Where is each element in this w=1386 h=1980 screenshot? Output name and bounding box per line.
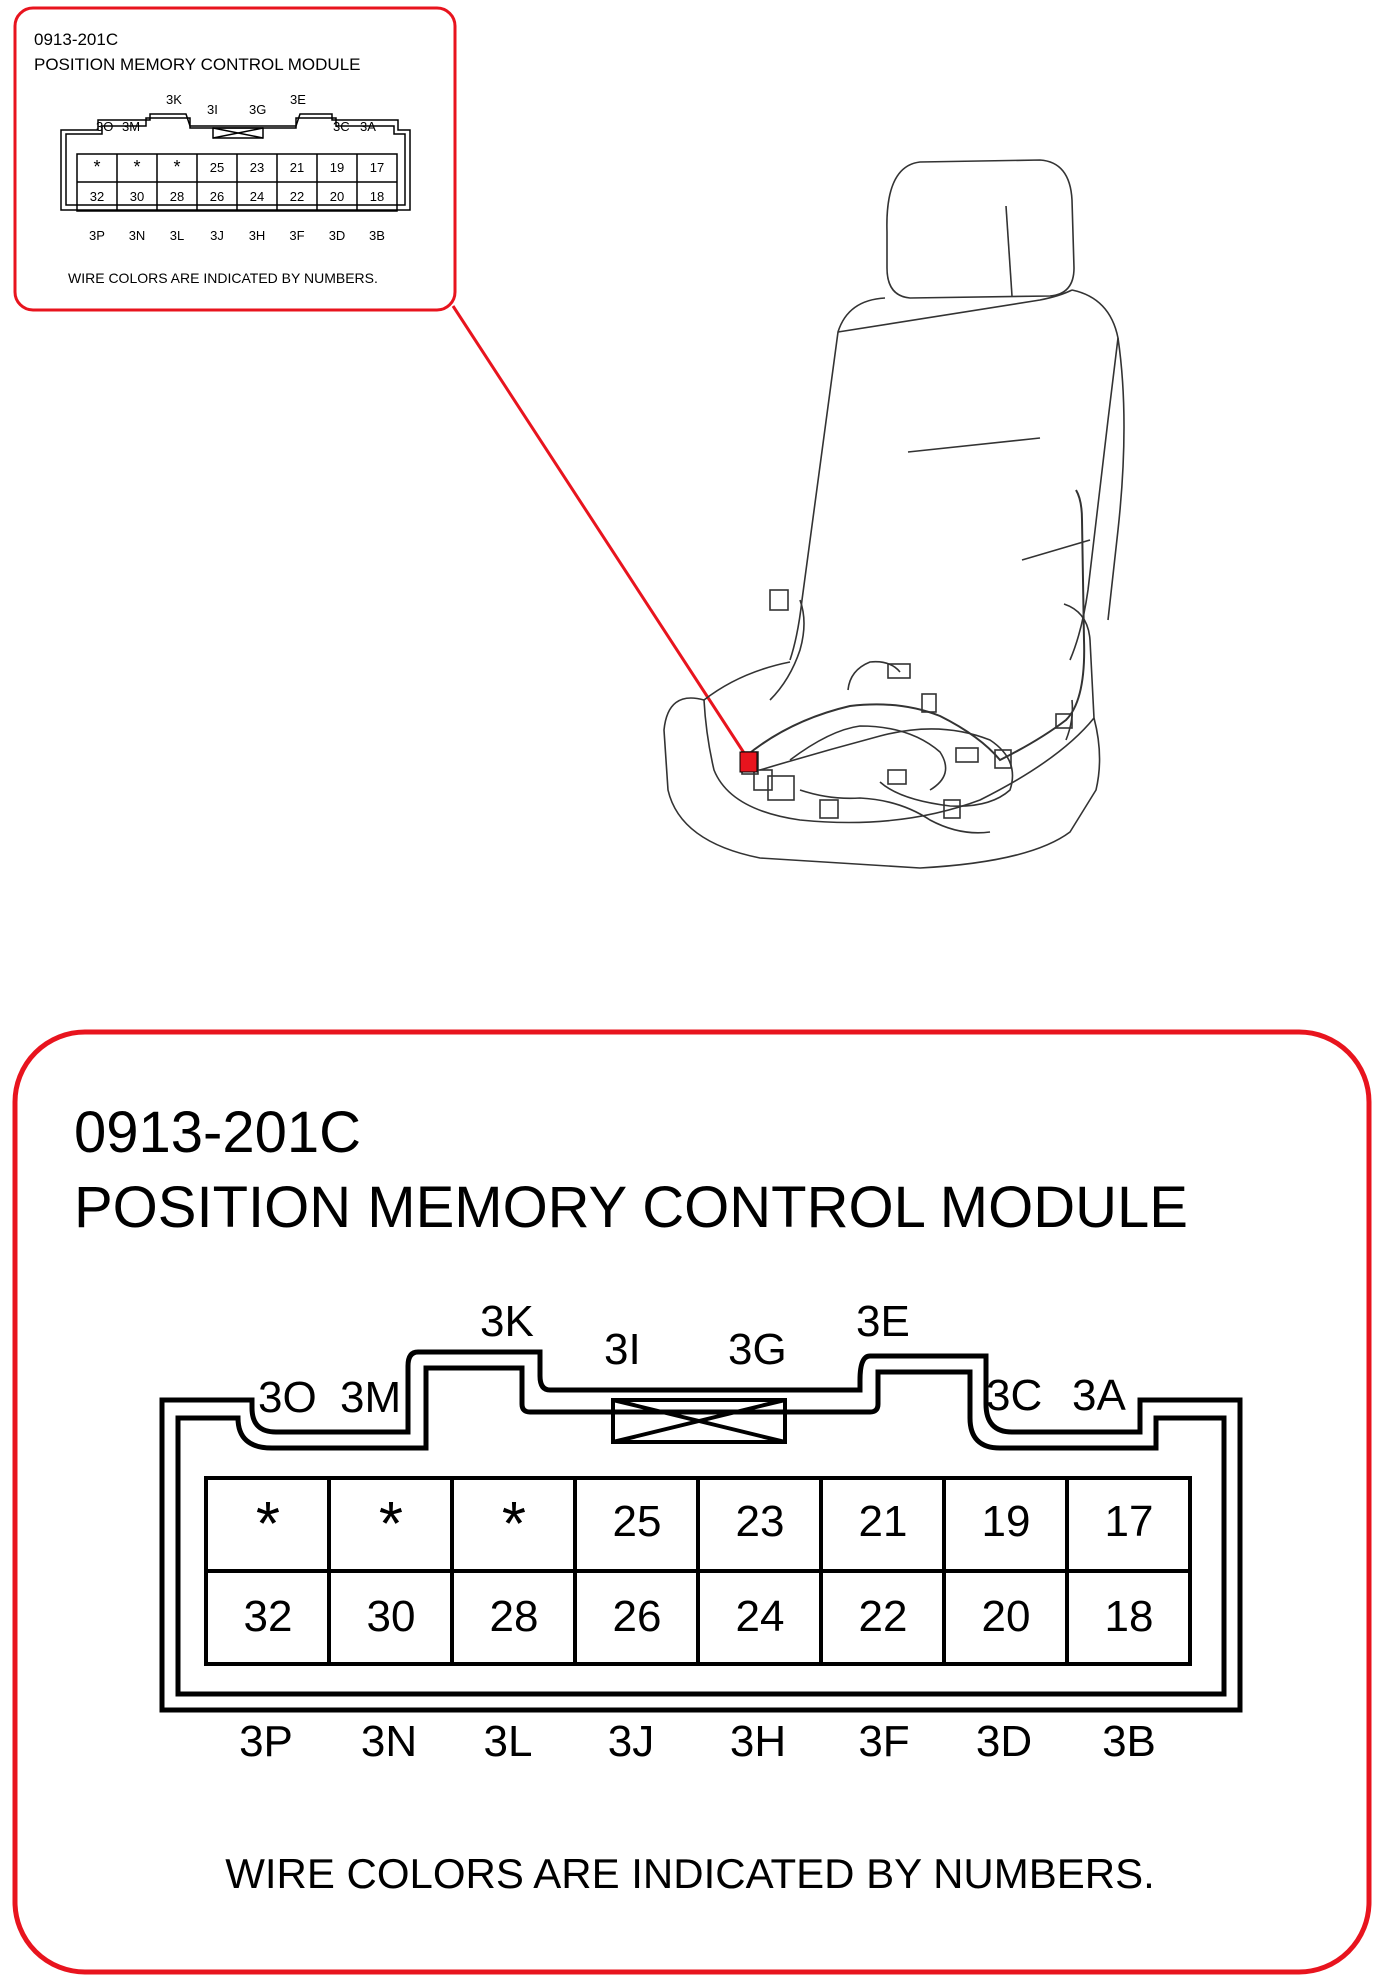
pin-label-3P: 3P — [239, 1717, 293, 1766]
inset-code: 0913-201C — [34, 30, 118, 49]
inset-note: WIRE COLORS ARE INDICATED BY NUMBERS. — [68, 270, 378, 286]
svg-text:26: 26 — [210, 189, 224, 204]
pin-cell: 25 — [613, 1497, 662, 1546]
svg-text:*: * — [93, 157, 100, 177]
pin-cell: 24 — [736, 1592, 785, 1641]
connector-top-labels: 3O 3M 3K 3I 3G 3E 3C 3A — [258, 1297, 1126, 1422]
svg-text:3E: 3E — [290, 92, 306, 107]
svg-text:25: 25 — [210, 160, 224, 175]
svg-text:3N: 3N — [129, 228, 146, 243]
svg-text:3O: 3O — [96, 119, 113, 134]
inset-pin-grid: * * * 25 23 21 19 17 32 30 28 26 24 22 2… — [90, 157, 384, 204]
pin-cell: 28 — [490, 1592, 539, 1641]
wiring-harness — [745, 489, 1086, 762]
wire-color-note: WIRE COLORS ARE INDICATED BY NUMBERS. — [225, 1850, 1155, 1897]
connector-housing — [159, 1349, 1243, 1713]
svg-text:3K: 3K — [166, 92, 182, 107]
svg-text:32: 32 — [90, 189, 104, 204]
headrest — [886, 159, 1075, 299]
svg-text:3M: 3M — [122, 119, 140, 134]
pin-cell: 30 — [367, 1592, 416, 1641]
connector-title: POSITION MEMORY CONTROL MODULE — [74, 1175, 1188, 1240]
pin-cell: 20 — [982, 1592, 1031, 1641]
svg-text:3B: 3B — [369, 228, 385, 243]
backrest — [789, 289, 1119, 661]
pin-grid — [204, 1476, 1192, 1666]
pin-cell: * — [256, 1490, 280, 1559]
pin-label-3N: 3N — [361, 1717, 417, 1766]
pin-cell: 19 — [982, 1497, 1031, 1546]
pin-label-3A: 3A — [1072, 1371, 1126, 1420]
connector-key — [611, 1398, 787, 1444]
pin-cell: 18 — [1105, 1592, 1154, 1641]
svg-text:3H: 3H — [249, 228, 266, 243]
pin-cell: 17 — [1105, 1497, 1154, 1546]
svg-text:30: 30 — [130, 189, 144, 204]
svg-text:3I: 3I — [207, 102, 218, 117]
pin-label-3B: 3B — [1102, 1717, 1156, 1766]
connector-code: 0913-201C — [74, 1100, 361, 1165]
svg-text:*: * — [133, 157, 140, 177]
connector-bottom-labels: 3P 3N 3L 3J 3H 3F 3D 3B — [239, 1717, 1156, 1766]
main-callout: 0913-201C POSITION MEMORY CONTROL MODULE… — [12, 1029, 1372, 1975]
svg-text:19: 19 — [330, 160, 344, 175]
pin-label-3I: 3I — [604, 1325, 641, 1374]
svg-text:22: 22 — [290, 189, 304, 204]
connector-location-marker — [739, 751, 758, 773]
svg-text:*: * — [173, 157, 180, 177]
inset-connector — [60, 113, 411, 212]
inset-top-labels: 3O 3M 3K 3I 3G 3E 3C 3A — [96, 92, 376, 134]
pin-label-3L: 3L — [484, 1717, 533, 1766]
pin-label-3H: 3H — [730, 1717, 786, 1766]
pin-label-3O: 3O — [258, 1373, 317, 1422]
svg-text:3C: 3C — [333, 119, 350, 134]
svg-text:3J: 3J — [210, 228, 224, 243]
pin-cell: 23 — [736, 1497, 785, 1546]
seat-cushion — [663, 603, 1101, 869]
svg-text:28: 28 — [170, 189, 184, 204]
pin-label-3K: 3K — [480, 1297, 534, 1346]
svg-text:3P: 3P — [89, 228, 105, 243]
pin-row-2: 32 30 28 26 24 22 20 18 — [244, 1592, 1154, 1641]
pin-cell: 22 — [859, 1592, 908, 1641]
inset-bottom-labels: 3P 3N 3L 3J 3H 3F 3D 3B — [89, 228, 385, 243]
pin-cell: 21 — [859, 1497, 908, 1546]
pin-cell: 26 — [613, 1592, 662, 1641]
svg-text:3L: 3L — [170, 228, 184, 243]
svg-text:3A: 3A — [360, 119, 376, 134]
inset-callout: 0913-201C POSITION MEMORY CONTROL MODULE… — [13, 6, 457, 312]
pin-label-3F: 3F — [858, 1717, 909, 1766]
pin-cell: * — [502, 1490, 526, 1559]
inset-title: POSITION MEMORY CONTROL MODULE — [34, 55, 361, 74]
pin-label-3M: 3M — [340, 1373, 401, 1422]
pin-cell: * — [379, 1490, 403, 1559]
svg-text:3G: 3G — [249, 102, 266, 117]
pin-label-3C: 3C — [986, 1371, 1042, 1420]
svg-text:17: 17 — [370, 160, 384, 175]
svg-text:18: 18 — [370, 189, 384, 204]
pin-label-3G: 3G — [728, 1325, 787, 1374]
svg-text:21: 21 — [290, 160, 304, 175]
svg-text:3D: 3D — [329, 228, 346, 243]
pin-label-3E: 3E — [856, 1297, 910, 1346]
callout-leader-line — [451, 305, 748, 757]
seat-illustration — [663, 159, 1125, 869]
svg-text:3F: 3F — [289, 228, 304, 243]
pin-cell: 32 — [244, 1592, 293, 1641]
pin-label-3D: 3D — [976, 1717, 1032, 1766]
svg-text:20: 20 — [330, 189, 344, 204]
pin-label-3J: 3J — [608, 1717, 654, 1766]
svg-text:24: 24 — [250, 189, 264, 204]
pin-row-1: * * * 25 23 21 19 17 — [256, 1490, 1154, 1559]
svg-text:23: 23 — [250, 160, 264, 175]
